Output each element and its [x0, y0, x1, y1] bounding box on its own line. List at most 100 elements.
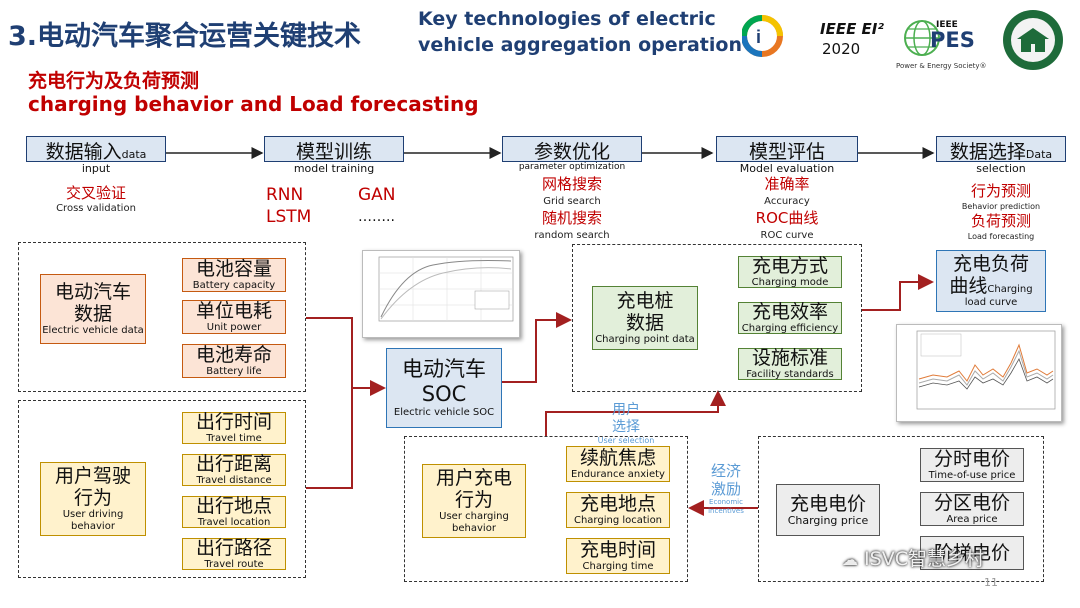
area-price-box: 分区电价 Area price [920, 492, 1024, 526]
endurance-anxiety-en: Endurance anxiety [571, 469, 665, 480]
ev-data-box: 电动汽车 数据 Electric vehicle data [40, 274, 146, 344]
random-search-en: random search [534, 230, 610, 241]
load-curve-chart-thumbnail [896, 324, 1062, 422]
load-fc-en: Load forecasting [967, 232, 1035, 241]
ev-data-cn-2: 数据 [73, 303, 112, 325]
arrow-soc-charging-point [502, 312, 572, 383]
cross-validation-en: Cross validation [56, 203, 136, 214]
user-charging-group [404, 436, 688, 582]
battery-life-box: 电池寿命 Battery life [182, 344, 286, 378]
soc-en: Electric vehicle SOC [393, 407, 495, 418]
travel-time-box: 出行时间 Travel time [182, 411, 286, 444]
soc-cn-1: 电动汽车 [402, 357, 486, 381]
load-curve-en-inline: Charging [987, 284, 1033, 295]
arrow-user-selection [545, 390, 726, 436]
soc-box: 电动汽车 SOC Electric vehicle SOC [386, 348, 502, 428]
travel-distance-cn: 出行距离 [195, 453, 272, 475]
step-data-selection-cn: 数据选择 [949, 141, 1026, 163]
detail-rnn-lstm: RNN LSTM [266, 184, 311, 228]
endurance-anxiety-cn: 续航焦虑 [579, 447, 656, 469]
detail-cross-validation: 交叉验证 Cross validation [26, 182, 166, 214]
step-model-evaluation-en: Model evaluation [739, 162, 835, 175]
area-price-en: Area price [946, 514, 998, 525]
step-data-input-en-inline: data [121, 148, 147, 161]
economic-en-2: incentives [708, 507, 744, 515]
driving-en-2: behavior [71, 521, 115, 532]
pes-globe-icon [902, 18, 942, 58]
driving-box: 用户驾驶 行为 User driving behavior [40, 462, 146, 536]
unit-power-cn: 单位电耗 [195, 300, 272, 322]
battery-life-cn: 电池寿命 [195, 344, 272, 366]
driving-cn-2: 行为 [73, 487, 112, 509]
roc-cn: ROC曲线 [755, 209, 819, 227]
title-en-line-1: Key technologies of electric [418, 8, 716, 30]
driving-cn-1: 用户驾驶 [54, 465, 131, 487]
detail-gan: GAN …….. [358, 184, 396, 228]
facility-standards-box: 设施标准 Facility standards [738, 347, 842, 380]
economic-incentive-label: 经济 激励 Economic incentives [696, 462, 756, 516]
step-parameter-optimization-cn: 参数优化 [533, 141, 610, 163]
load-fc-cn: 负荷预测 [970, 212, 1031, 230]
charging-efficiency-en: Charging efficiency [741, 323, 839, 334]
load-curve-cn-2: 曲线 [949, 275, 988, 297]
area-price-cn: 分区电价 [933, 492, 1010, 514]
detail-evaluation: 准确率 Accuracy ROC曲线 ROC curve [716, 176, 858, 244]
load-curve-en: load curve [964, 297, 1018, 308]
grid-search-cn: 网格搜索 [541, 175, 602, 193]
user-charging-box: 用户充电 行为 User charging behavior [422, 464, 526, 538]
step-model-training: 模型训练 [264, 136, 404, 163]
step-data-input-en: input [81, 162, 111, 175]
user-selection-cn-2: 选择 [612, 419, 640, 435]
facility-standards-cn: 设施标准 [751, 347, 828, 369]
charging-price-en: Charging price [787, 514, 869, 527]
arrow-driving-soc [306, 388, 353, 489]
facility-standards-en: Facility standards [746, 369, 834, 380]
step-model-evaluation-cn: 模型评估 [748, 141, 825, 163]
university-seal-icon [1000, 8, 1066, 72]
travel-distance-box: 出行距离 Travel distance [182, 453, 286, 486]
step-model-training-cn: 模型训练 [295, 141, 372, 163]
charging-time-box: 充电时间 Charging time [566, 538, 670, 574]
charging-efficiency-box: 充电效率 Charging efficiency [738, 301, 842, 334]
random-search-cn: 随机搜索 [541, 209, 602, 227]
lstm-label: LSTM [266, 207, 312, 227]
detail-search: 网格搜索 Grid search 随机搜索 random search [502, 176, 642, 244]
pes-caption: Power & Energy Society® [896, 62, 987, 70]
page-title-en: Key technologies of electric vehicle agg… [418, 6, 742, 58]
economic-cn-2: 激励 [710, 480, 741, 498]
driving-en-1: User driving [62, 509, 124, 520]
battery-capacity-box: 电池容量 Battery capacity [182, 258, 286, 292]
charging-time-cn: 充电时间 [579, 539, 656, 561]
charging-price-box: 充电电价 Charging price [776, 484, 880, 536]
watermark-text: ISVC智慧乡村 [864, 548, 984, 570]
step-parameter-optimization-en: parameter optimization [518, 162, 626, 172]
step-data-selection-en-inline: Data [1025, 148, 1053, 161]
ellipsis-label: …….. [358, 209, 395, 225]
step-parameter-optimization: 参数优化 [502, 136, 642, 163]
driving-group [18, 400, 306, 578]
time-of-use-price-cn: 分时电价 [933, 448, 1010, 470]
svg-text:i: i [756, 27, 761, 47]
pes-name: PES [930, 28, 975, 52]
ieee-ei2-year: 2020 [822, 40, 861, 58]
soc-cn-2: SOC [421, 382, 467, 406]
step-model-evaluation: 模型评估 [716, 136, 858, 163]
charging-efficiency-cn: 充电效率 [751, 301, 828, 323]
travel-location-en: Travel location [197, 517, 271, 528]
travel-location-box: 出行地点 Travel location [182, 495, 286, 528]
gan-label: GAN [358, 185, 396, 205]
user-charging-en-1: User charging [439, 511, 509, 522]
charging-point-cn-2: 数据 [625, 312, 664, 334]
tiered-price-cn: 阶梯电价 [933, 542, 1010, 564]
rnn-label: RNN [266, 185, 304, 205]
unit-power-box: 单位电耗 Unit power [182, 300, 286, 334]
ev-data-group [18, 242, 306, 392]
behavior-pred-cn: 行为预测 [970, 182, 1031, 200]
user-charging-cn-2: 行为 [454, 489, 493, 511]
section-title-cn: 充电行为及负荷预测 [28, 70, 200, 92]
battery-life-en: Battery life [206, 366, 262, 377]
accuracy-cn: 准确率 [764, 175, 810, 193]
economic-en-1: Economic [709, 498, 743, 506]
user-selection-label: 用户 选择 User selection [596, 402, 656, 446]
charging-point-box: 充电桩 数据 Charging point data [592, 286, 698, 350]
